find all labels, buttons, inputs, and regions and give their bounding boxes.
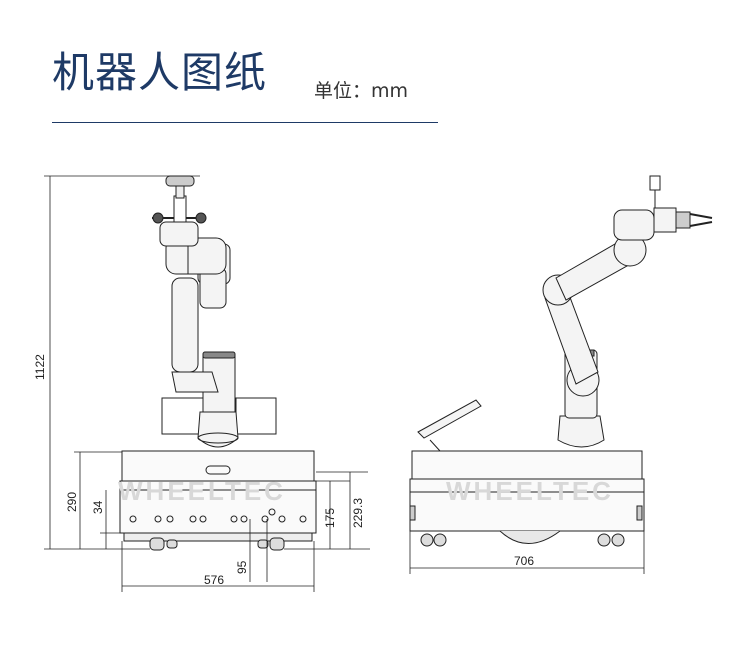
dim-side-length: 706: [514, 554, 534, 568]
front-wrist: [159, 221, 199, 247]
side-base-body: [409, 478, 645, 532]
side-wrist: [613, 209, 655, 241]
unit-label: 单位：mm: [314, 80, 409, 102]
front-right-box: [235, 397, 277, 435]
dim-base-height: 290: [65, 492, 79, 512]
front-wheels: [149, 537, 285, 551]
dim-body-height: 175: [323, 508, 337, 528]
dim-total-height: 1122: [33, 354, 47, 380]
side-view: [409, 175, 713, 547]
front-base-bottom: [123, 532, 313, 542]
side-arm-base: [557, 415, 605, 448]
front-lower-arm: [171, 277, 199, 373]
front-left-box: [161, 397, 205, 435]
side-screen: [417, 399, 482, 439]
watermark-side: WHEELTEC: [446, 476, 614, 506]
front-base-holes: [129, 508, 307, 523]
dim-wheel-offset: 95: [235, 560, 249, 574]
front-view: [119, 175, 317, 551]
dimension-lines: [44, 175, 645, 592]
dim-base-width: 576: [204, 573, 224, 587]
dim-top-height: 229.3: [351, 498, 365, 528]
watermark-front: WHEELTEC: [118, 476, 286, 506]
front-gripper: [165, 175, 195, 187]
side-wheels: [420, 530, 625, 547]
title-divider: [52, 122, 438, 123]
dim-ground-clearance: 34: [91, 500, 105, 514]
side-lower-arm: [544, 291, 599, 385]
side-base-top: [411, 450, 643, 480]
front-base-slot: [205, 465, 231, 475]
page-title: 机器人图纸: [52, 48, 268, 97]
